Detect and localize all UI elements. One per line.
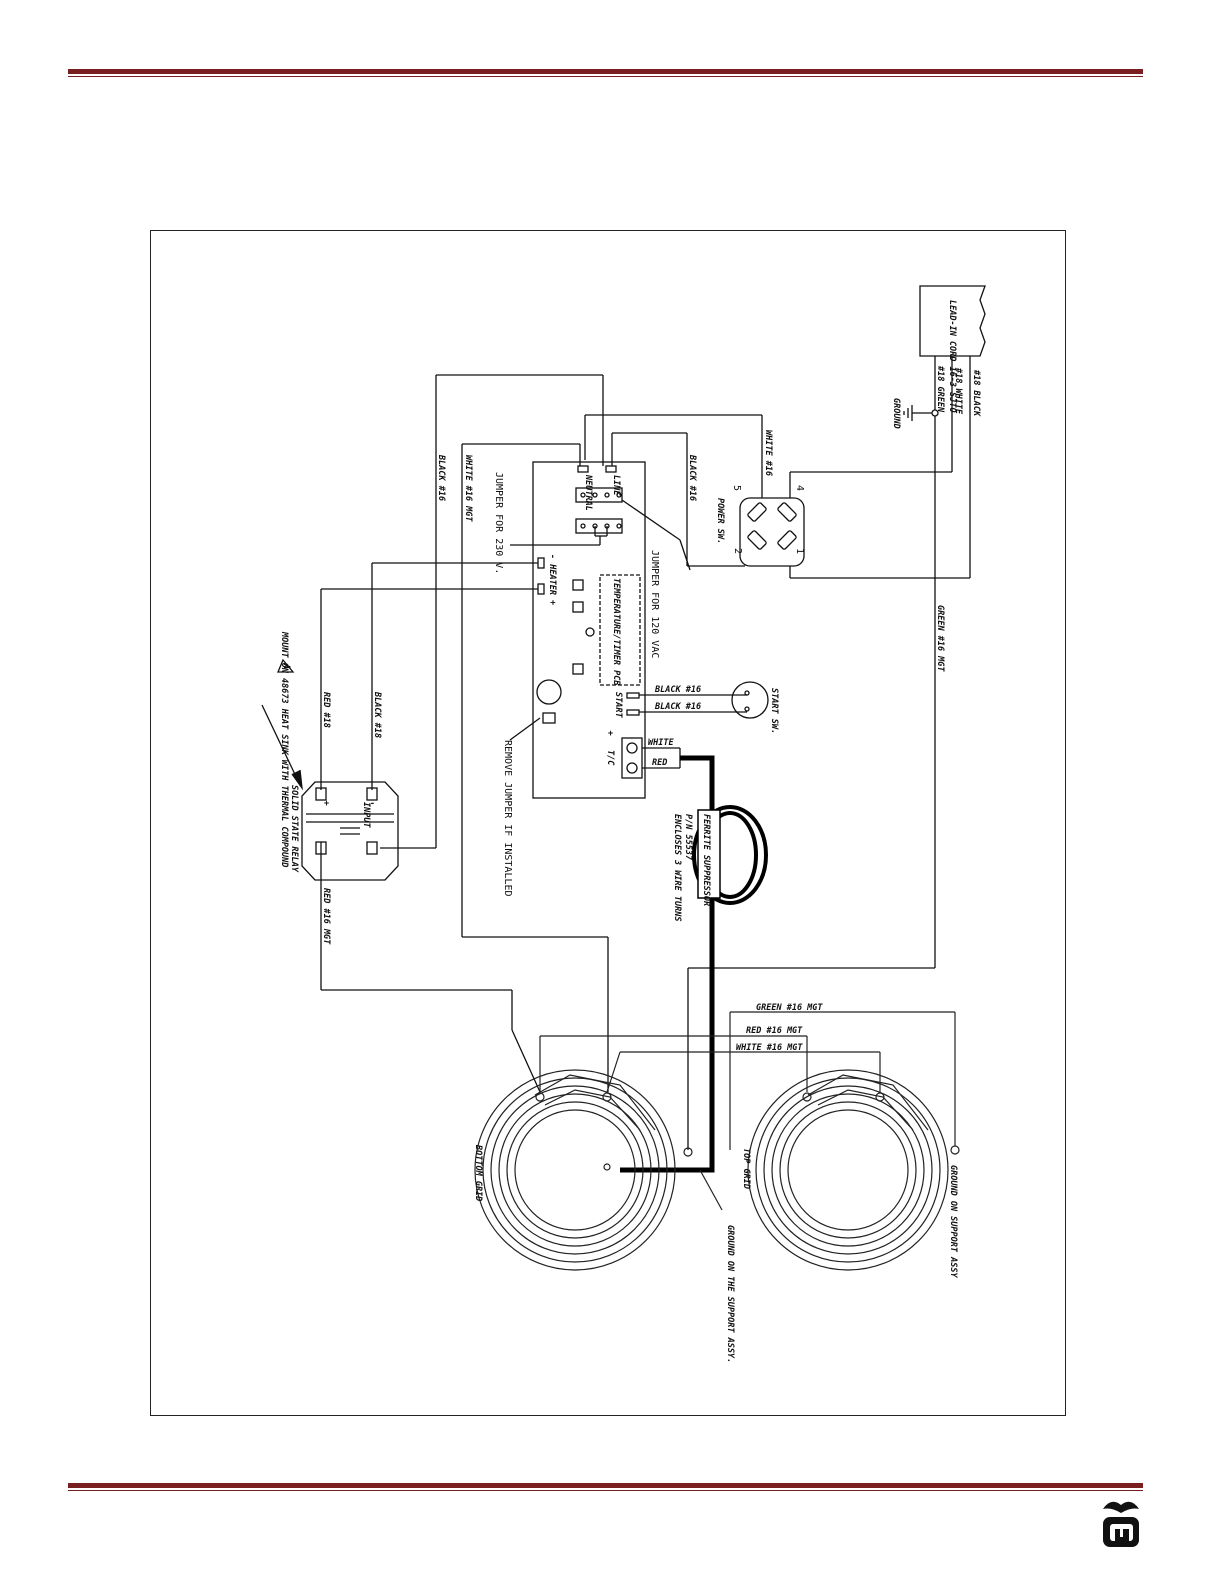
label-white-16: WHITE #16 [763, 430, 773, 476]
label-18-green: #18 GREEN [935, 365, 945, 413]
label-ssr: SOLID STATE RELAY [289, 785, 299, 873]
start-switch [731, 681, 769, 719]
label-lead-in-cord: LEAD-IN CORD 16-3 SJTO [947, 300, 957, 413]
label-ground-support-2: GROUND ON SUPPORT ASSY [948, 1165, 958, 1278]
label-jumper-230: JUMPER FOR 230 V. [493, 472, 504, 574]
label-pcb: TEMPERATURE/TIMER PCB [611, 578, 621, 685]
power-switch [739, 497, 805, 567]
diagram-frame [150, 230, 1066, 1416]
label-start: START [613, 692, 623, 718]
label-white-16-mgt-top: WHITE #16 MGT [736, 1043, 803, 1053]
label-18-black: #18 BLACK [971, 369, 981, 417]
footer-rule [68, 1483, 1143, 1491]
label-black-18: BLACK #18 [372, 691, 382, 738]
label-red-16-mgt-top: RED #16 MGT [746, 1026, 803, 1036]
label-sw-4: 4 [794, 485, 805, 491]
label-pn: P/N 55537 [683, 814, 693, 861]
lead-in-cord [919, 285, 986, 357]
top-grid-coil [606, 1011, 960, 1271]
label-black-16-a: BLACK #16 [687, 454, 697, 501]
temperature-timer-pcb [532, 461, 646, 799]
label-ground-support-1: GROUND ON THE SUPPORT ASSY. [725, 1225, 735, 1363]
label-input-minus: - [370, 799, 375, 809]
ferrite-suppressor [697, 809, 721, 899]
label-ferrite: FERRITE SUPPRESSOR [701, 814, 711, 906]
label-green-16-mgt: GREEN #16 MGT [935, 605, 945, 672]
label-red: RED [652, 758, 667, 768]
bottom-grid-coil [474, 1035, 807, 1271]
label-black-16-start1: BLACK #16 [654, 685, 701, 695]
label-line: LINE [611, 475, 621, 496]
label-remove-jumper: REMOVE JUMPER IF INSTALLED [502, 740, 513, 897]
label-input: INPUT [361, 802, 371, 828]
label-ground: GROUND [891, 398, 901, 429]
label-jumper-120: JUMPER FOR 120 VAC [649, 550, 660, 658]
label-mount-note: MOUNT ON 48673 HEAT SINK WITH THERMAL CO… [279, 631, 289, 867]
label-encloses: ENCLOSES 3 WIRE TURNS [672, 814, 682, 921]
label-18-white: #18 WHITE [953, 367, 963, 415]
label-black-16-b: BLACK #16 [436, 454, 446, 501]
label-green-16-mgt-top: GREEN #16 MGT [756, 1003, 823, 1013]
label-bottom-grid: BOTTOM GRID [473, 1144, 483, 1201]
label-warning-mark: A [281, 663, 291, 669]
pcb-display-outline [599, 574, 641, 686]
label-tc-plus: + [608, 729, 613, 739]
label-neutral: NEUTRAL [583, 474, 593, 511]
label-white: WHITE [648, 738, 674, 748]
label-tc: T/C [605, 750, 615, 766]
company-logo-icon [1103, 1501, 1139, 1547]
label-sw-2: 2 [732, 548, 743, 554]
label-red-18: RED #18 [321, 692, 331, 728]
thermocouple-terminal [621, 737, 643, 779]
label-heater-plus: + [547, 600, 557, 605]
label-black-16-start2: BLACK #16 [654, 702, 701, 712]
solid-state-relay [301, 781, 399, 881]
label-input-plus: + [324, 799, 329, 809]
label-power-sw: POWER SW. [715, 498, 725, 544]
label-white-16-mgt: WHITE #16 MGT [463, 455, 473, 522]
label-start-sw: START SW. [769, 688, 779, 734]
label-top-grid: TOP GRID [741, 1148, 751, 1189]
header-rule [68, 69, 1143, 77]
label-sw-5: 5 [731, 485, 742, 491]
label-heater-minus: - HEATER [547, 554, 557, 595]
label-red-16-mgt: RED #16 MGT [321, 888, 331, 945]
label-sw-1: 1 [794, 548, 805, 554]
